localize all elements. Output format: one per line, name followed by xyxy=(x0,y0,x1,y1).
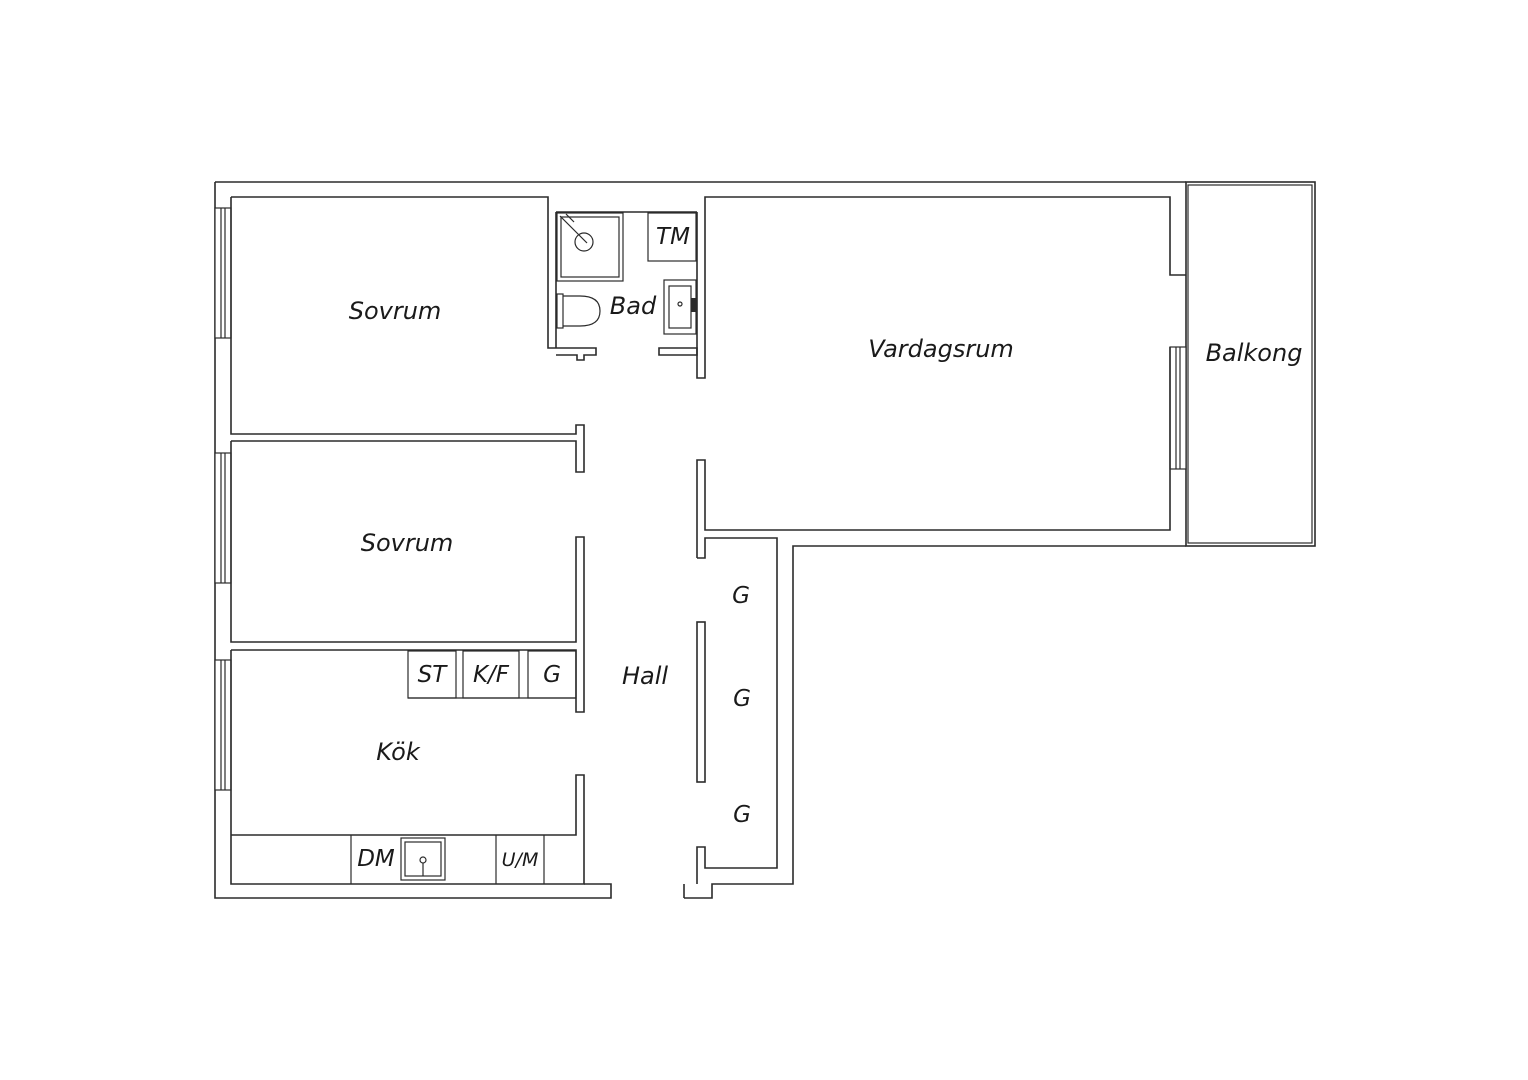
fixture-label-kf: K/F xyxy=(473,662,510,688)
tm-box xyxy=(647,212,697,262)
fixture-label-g-closet-1: G xyxy=(732,583,750,609)
toilet-icon xyxy=(556,293,601,329)
room-label-hall: Hall xyxy=(622,662,668,690)
room-vardagsrum xyxy=(696,196,1186,558)
room-label-sovrum-2: Sovrum xyxy=(361,529,454,557)
outer-walls xyxy=(214,181,1186,899)
shower-icon xyxy=(556,212,624,282)
window-sovrum-1 xyxy=(214,207,232,339)
room-kok xyxy=(230,650,585,885)
fixture-label-g-kitchen: G xyxy=(543,662,561,688)
room-bad xyxy=(555,211,698,356)
kitchen-sink-icon xyxy=(400,837,446,881)
room-label-vardagsrum: Vardagsrum xyxy=(868,335,1014,363)
bathroom-sink-icon xyxy=(663,279,697,335)
fixture-label-dm: DM xyxy=(357,846,395,872)
hall-closets xyxy=(696,537,778,884)
fixture-label-tm: TM xyxy=(656,224,690,250)
room-label-bad: Bad xyxy=(610,292,657,320)
fixture-label-g-closet-2: G xyxy=(733,686,751,712)
room-label-balkong: Balkong xyxy=(1206,339,1303,367)
fixture-label-um: U/M xyxy=(502,849,539,871)
fixture-label-g-closet-3: G xyxy=(733,802,751,828)
room-sovrum-1 xyxy=(230,196,597,473)
room-label-sovrum-1: Sovrum xyxy=(349,297,442,325)
window-kok xyxy=(214,659,232,791)
window-sovrum-2 xyxy=(214,452,232,584)
room-label-kok: Kök xyxy=(376,738,421,766)
fixture-label-st: ST xyxy=(418,662,449,688)
window-vardagsrum xyxy=(1169,346,1187,470)
